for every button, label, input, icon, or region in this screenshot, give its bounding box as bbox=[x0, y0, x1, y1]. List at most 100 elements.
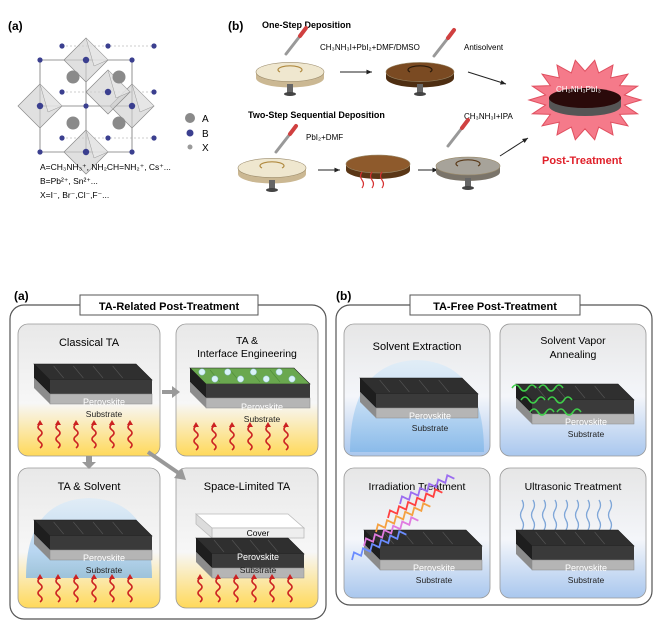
heat-wave bbox=[37, 577, 43, 603]
cell-title: Solvent Extraction bbox=[373, 341, 462, 353]
ultrasound-wave bbox=[574, 499, 580, 531]
legend-x-sphere bbox=[187, 144, 193, 150]
ta-related-title-box bbox=[79, 294, 259, 316]
heat-wave-tip bbox=[73, 420, 79, 425]
lattice-atom bbox=[59, 135, 65, 141]
a-site-atom bbox=[112, 116, 126, 130]
perovskite-label: Perovskite bbox=[237, 552, 279, 562]
perovskite-label: Perovskite bbox=[83, 397, 125, 407]
interface-molecule bbox=[224, 368, 232, 376]
legend-b-label: B bbox=[202, 129, 209, 140]
lattice-atom bbox=[59, 43, 65, 49]
two-step-title: Two-Step Sequential Deposition bbox=[248, 110, 385, 120]
legend-x-label: X bbox=[202, 143, 209, 154]
arrow-down-shaft bbox=[86, 456, 92, 464]
cover-top bbox=[194, 513, 306, 529]
ta-free-title: TA-Free Post-Treatment bbox=[433, 301, 557, 313]
heat-wave bbox=[109, 423, 115, 449]
pbi2-solution: PbI₂+DMF bbox=[306, 133, 343, 142]
heat-wave bbox=[55, 577, 61, 603]
perovskite-front bbox=[376, 394, 478, 408]
heat-waves bbox=[193, 422, 289, 451]
substrate-label: Substrate bbox=[568, 575, 605, 585]
light-beam bbox=[387, 488, 443, 519]
sample-stack bbox=[33, 519, 153, 561]
perovskite-label: Perovskite bbox=[241, 402, 283, 412]
grain-line bbox=[267, 539, 279, 553]
grain-line bbox=[92, 365, 104, 379]
perovskite-front bbox=[532, 546, 634, 560]
ultrasound-wave bbox=[596, 499, 602, 531]
heat-wave bbox=[247, 425, 253, 451]
cell-irradiation-treatment: Irradiation Treatment Perovskite Substra… bbox=[343, 467, 491, 599]
sample-stack bbox=[515, 383, 635, 425]
cell-title: Classical TA bbox=[59, 337, 120, 349]
ultrasound-wave bbox=[552, 499, 558, 531]
lattice-atom bbox=[83, 57, 89, 63]
arrow-down-head bbox=[82, 462, 96, 469]
a-site-atom bbox=[66, 116, 80, 130]
cell-solvent-extraction: Solvent Extraction Perovskite Substrate bbox=[343, 323, 491, 457]
composition-x: X=I⁻, Br⁻,Cl⁻,F⁻... bbox=[40, 190, 109, 200]
grain-line bbox=[438, 379, 449, 393]
spin-shaft bbox=[417, 84, 423, 94]
heat-wave bbox=[265, 425, 271, 451]
heat-wave-tip bbox=[109, 420, 115, 425]
substrate-side bbox=[34, 534, 50, 560]
heat-squiggle bbox=[359, 171, 365, 189]
cell-ta-interface-engineering: TA & Interface Engineering Perovskite Su… bbox=[175, 323, 319, 457]
perovskite-side bbox=[34, 364, 50, 394]
heat-waves bbox=[197, 574, 293, 603]
arrow-head bbox=[172, 386, 180, 398]
spin-arrow bbox=[407, 65, 433, 73]
heat-wave-tip bbox=[37, 574, 43, 579]
pipette bbox=[432, 36, 450, 58]
one-step-title: One-Step Deposition bbox=[262, 20, 351, 30]
spin-arrow bbox=[259, 161, 285, 169]
ultrasound-wave bbox=[519, 499, 525, 531]
heat-wave-tip bbox=[197, 574, 203, 579]
heat-wave-tip bbox=[127, 574, 133, 579]
ultrasound-wave bbox=[563, 499, 569, 531]
grain-line bbox=[269, 369, 281, 383]
heat-squiggle bbox=[379, 171, 385, 189]
light-beam bbox=[375, 502, 431, 533]
grain-line bbox=[92, 521, 104, 535]
heat-wave-tip bbox=[233, 574, 239, 579]
heat-wave-tip bbox=[55, 574, 61, 579]
heat-wave-tip bbox=[287, 574, 293, 579]
ta-free-title-box bbox=[409, 294, 581, 316]
legend-b-sphere bbox=[186, 129, 194, 137]
heat-waves bbox=[37, 574, 133, 603]
heat-wave bbox=[91, 577, 97, 603]
pipette bbox=[284, 34, 302, 56]
vapor-wave bbox=[538, 384, 564, 392]
heat-wave bbox=[197, 577, 203, 603]
vapor-wave bbox=[511, 384, 537, 392]
cell-title-line1: Solvent Vapor bbox=[540, 335, 606, 347]
heat-wave bbox=[269, 577, 275, 603]
a-site-atom bbox=[112, 70, 126, 84]
ipa-disk-top bbox=[435, 156, 501, 176]
pipette-bulb bbox=[460, 118, 470, 130]
ta-related-title: TA-Related Post-Treatment bbox=[99, 301, 240, 313]
post-treatment-panels: (a) TA-Related Post-Treatment (b) TA-Fre… bbox=[9, 289, 653, 620]
deposition-process-graphics bbox=[237, 26, 643, 192]
vapor-wave bbox=[520, 396, 546, 404]
vapor-wave bbox=[529, 408, 555, 416]
spin-base bbox=[266, 188, 278, 192]
bottom-panel-a-label: (a) bbox=[14, 289, 29, 303]
process-arrow-head bbox=[500, 80, 506, 85]
grain-line bbox=[574, 385, 586, 399]
sample-stack bbox=[33, 363, 153, 405]
grain-line bbox=[213, 539, 225, 553]
substrate-disk-top bbox=[255, 62, 325, 82]
legend-a-label: A bbox=[202, 114, 209, 125]
grain-line bbox=[379, 379, 390, 393]
spin-base bbox=[414, 92, 426, 96]
interface-molecule bbox=[288, 375, 296, 383]
heat-wave-tip bbox=[215, 574, 221, 579]
cell-title-line1: TA & bbox=[236, 335, 258, 347]
process-arrow-head bbox=[334, 167, 340, 173]
